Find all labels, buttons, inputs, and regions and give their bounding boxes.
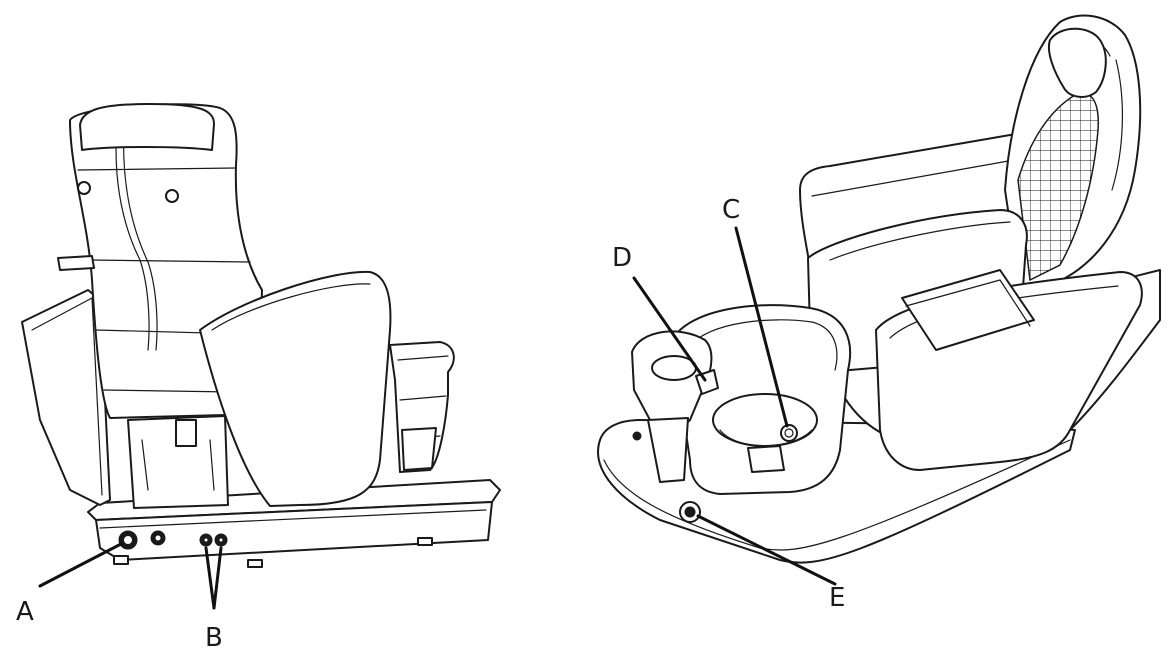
callout-b: B [205,623,223,653]
callout-c: C [722,195,740,225]
rear-headrest [79,103,215,151]
front-headrest [1048,27,1107,98]
callout-d: D [612,243,632,273]
leader-b-1 [204,546,216,610]
front-mesh-panel [1017,92,1099,282]
leader-b-2 [212,546,223,610]
leader-c [734,226,789,428]
rear-view-chair [21,103,501,568]
rear-left-side-panel [21,289,111,506]
callout-a: A [16,597,34,627]
rear-connectors [118,530,228,550]
front-arm-pad [901,269,1035,351]
drain-c [780,424,798,442]
leader-a [38,542,123,588]
leader-d [632,276,707,382]
rear-pump-box [127,415,229,509]
front-basin [671,304,852,495]
leader-e [696,514,837,586]
rear-right-armrest [199,270,392,507]
front-side-tray [631,330,719,483]
callout-e: E [829,583,845,613]
front-view-chair [597,14,1161,564]
